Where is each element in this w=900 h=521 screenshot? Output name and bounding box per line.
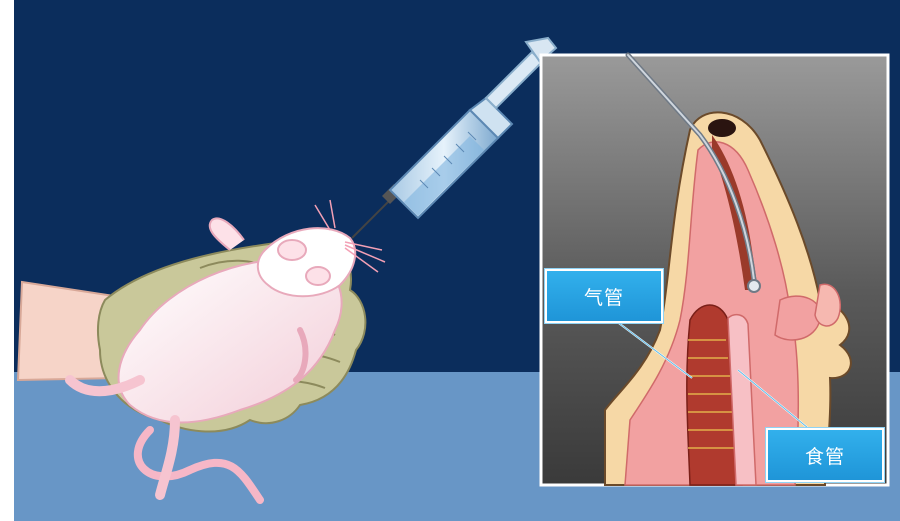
left-margin [0, 0, 14, 521]
trachea-label: 气管 [545, 269, 663, 323]
esophagus-label: 食管 [766, 428, 884, 482]
